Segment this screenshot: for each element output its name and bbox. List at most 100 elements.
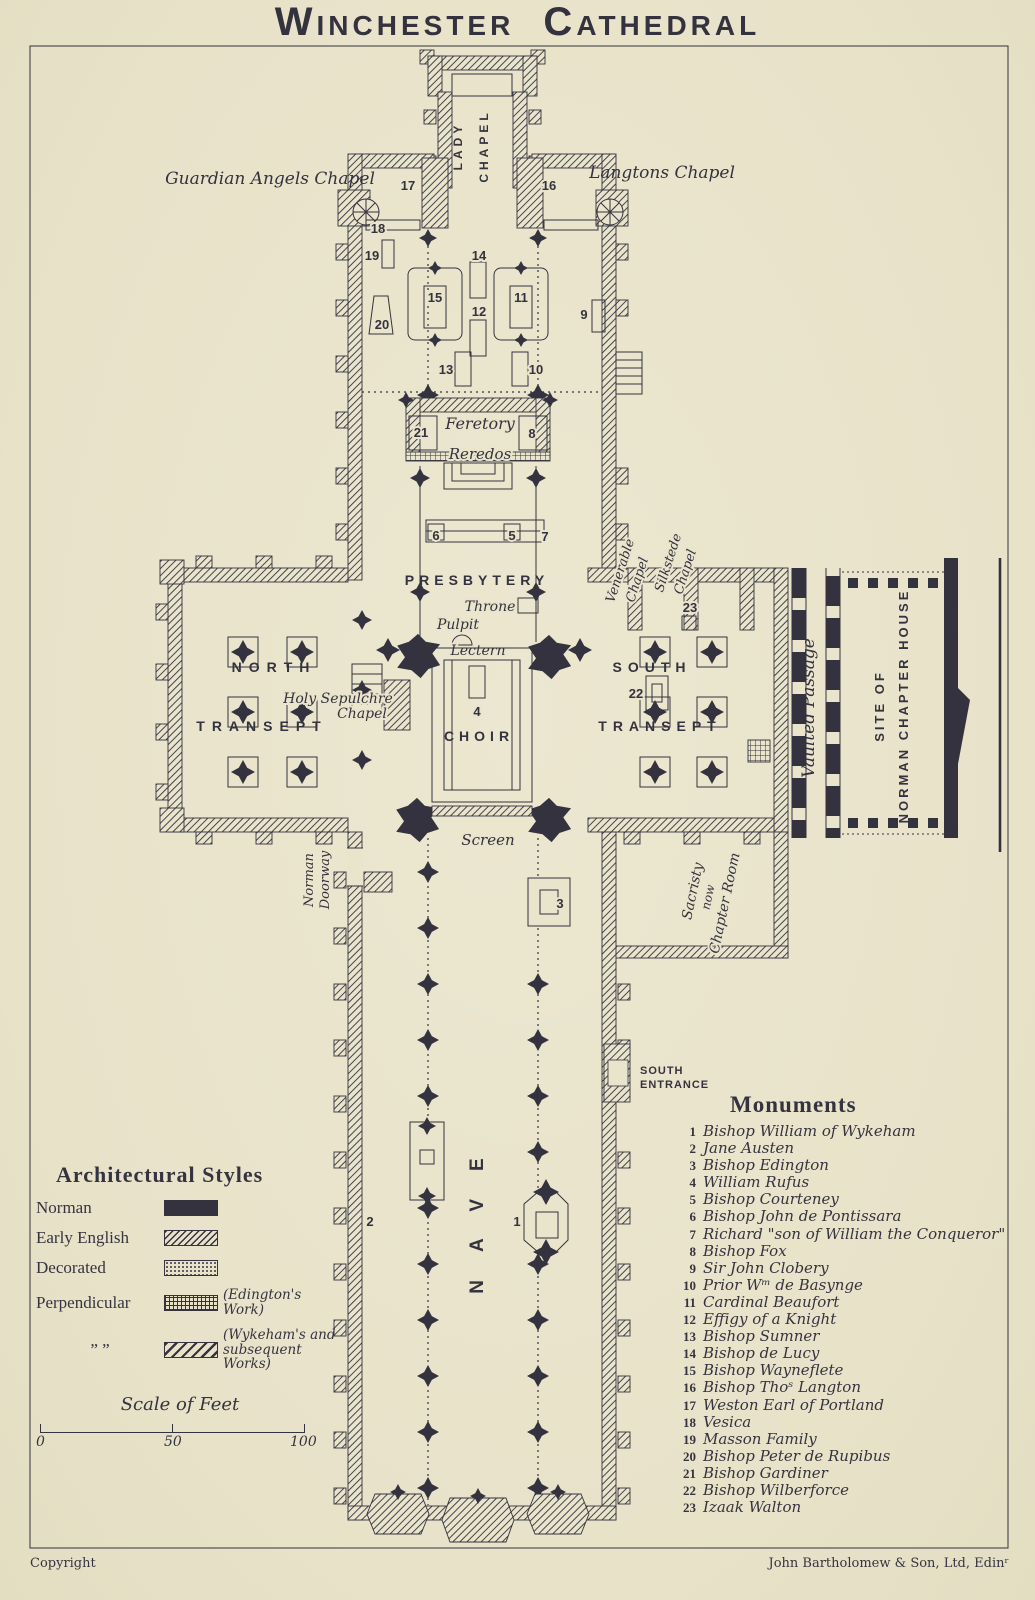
perpendicular-swatch-2 xyxy=(164,1341,218,1358)
monument-number: 6 xyxy=(689,1209,697,1225)
reredos-label: Reredos xyxy=(448,445,512,463)
north-transept-structure xyxy=(155,555,411,845)
monument-number: 5 xyxy=(689,1192,697,1208)
norman-doorway-label-1: Norman xyxy=(302,853,317,908)
map-frame xyxy=(29,45,1009,1549)
monument-item: 22 Bishop Wilberforce xyxy=(664,1481,1014,1499)
monument-item: 10 Prior Wᵐ de Basynge xyxy=(664,1275,1014,1294)
monument-item: 4 William Rufus xyxy=(664,1173,1014,1191)
monument-name: Bishop Thoˢ Langton xyxy=(703,1378,861,1397)
pulpit-label: Pulpit xyxy=(436,617,479,633)
monument-item: 19 Masson Family xyxy=(664,1429,1014,1448)
monument-name: Bishop Edington xyxy=(703,1156,829,1175)
copyright-note: Copyright xyxy=(30,1556,96,1571)
chapter-house-structure xyxy=(842,558,1002,852)
monument-item: 8 Bishop Fox xyxy=(664,1242,1014,1260)
legend-row-norman: Norman xyxy=(36,1198,346,1218)
presbytery-structure xyxy=(410,466,546,646)
marker-15: 15 xyxy=(428,290,442,305)
legend: Architectural Styles Norman Early Englis… xyxy=(36,1162,346,1382)
monument-number: 13 xyxy=(683,1329,696,1345)
feretory-label: Feretory xyxy=(444,414,516,433)
south-transept-structure xyxy=(587,567,789,845)
monument-number: 20 xyxy=(683,1448,696,1464)
legend-row-early-english: Early English xyxy=(36,1228,346,1248)
feretory-structure xyxy=(398,392,558,490)
marker-22: 22 xyxy=(629,686,643,701)
monuments-list: 1 Bishop William of Wykeham 2 Jane Auste… xyxy=(664,1122,1014,1516)
monument-number: 9 xyxy=(689,1260,697,1276)
choir-structure xyxy=(376,633,592,843)
presbytery-label: PRESBYTERY xyxy=(405,572,549,588)
chapter-house-label-1: SITE OF xyxy=(872,670,887,742)
monument-item: 13 Bishop Sumner xyxy=(664,1327,1014,1346)
monument-name: Bishop Courteney xyxy=(703,1190,839,1209)
monument-name: Vesica xyxy=(703,1412,752,1431)
marker-23: 23 xyxy=(683,600,697,615)
monument-number: 23 xyxy=(683,1500,696,1516)
marker-5: 5 xyxy=(508,528,515,543)
monument-name: Effigy of a Knight xyxy=(703,1310,837,1329)
monument-name: Bishop de Lucy xyxy=(703,1344,820,1363)
scale-number-50: 50 xyxy=(164,1434,182,1450)
scale-tick xyxy=(172,1424,174,1432)
south-entrance-label-1: SOUTH xyxy=(640,1065,684,1077)
monument-name: Bishop John de Pontissara xyxy=(703,1207,902,1226)
monument-number: 2 xyxy=(689,1141,697,1157)
retrochoir-structure xyxy=(335,153,643,581)
marker-14: 14 xyxy=(472,248,487,263)
monument-name: Bishop William of Wykeham xyxy=(703,1122,916,1140)
monument-number: 16 xyxy=(683,1380,696,1396)
monument-number: 8 xyxy=(689,1243,697,1259)
monument-item: 16 Bishop Thoˢ Langton xyxy=(664,1378,1014,1397)
legend-row-perpendicular: Perpendicular (Edington's Work) xyxy=(36,1288,346,1318)
marker-10: 10 xyxy=(529,362,543,377)
monument-item: 3 Bishop Edington xyxy=(664,1156,1014,1175)
monument-name: Prior Wᵐ de Basynge xyxy=(703,1275,863,1294)
choir-label: CHOIR xyxy=(444,728,514,744)
norman-swatch xyxy=(164,1200,218,1216)
legend-note: (Wykeham's and subsequent Works) xyxy=(223,1326,336,1373)
marker-20: 20 xyxy=(375,317,389,332)
legend-note: (Edington's Work) xyxy=(223,1287,302,1318)
scale-label: Scale of Feet xyxy=(120,1394,240,1415)
monument-name: Bishop Gardiner xyxy=(703,1463,828,1482)
marker-12: 12 xyxy=(472,304,486,319)
monument-number: 1 xyxy=(689,1124,697,1139)
south-entrance-label-2: ENTRANCE xyxy=(640,1079,709,1091)
decorated-swatch xyxy=(164,1260,218,1276)
monument-item: 20 Bishop Peter de Rupibus xyxy=(664,1447,1014,1465)
north-transept-label: TRANSEPT xyxy=(196,718,327,734)
south-label: SOUTH xyxy=(613,659,692,675)
norman-doorway-label-2: Doorway xyxy=(318,850,333,910)
marker-8: 8 xyxy=(528,426,535,441)
monument-number: 3 xyxy=(689,1158,697,1174)
legend-label: Norman xyxy=(36,1198,92,1217)
south-transept-label: TRANSEPT xyxy=(598,718,721,734)
monument-number: 18 xyxy=(683,1414,696,1430)
holy-sepulchre-label-1: Holy Sepulchre xyxy=(282,691,393,707)
lectern-label: Lectern xyxy=(449,643,505,659)
marker-16: 16 xyxy=(542,178,556,193)
legend-row-perpendicular-2: ” ” (Wykeham's and subsequent Works) xyxy=(36,1326,346,1373)
page-title: Winchester Cathedral xyxy=(274,0,761,44)
monument-item: 11 Cardinal Beaufort xyxy=(664,1293,1014,1311)
monument-number: 19 xyxy=(683,1431,696,1447)
monument-number: 15 xyxy=(683,1363,696,1379)
legend-label: Early English xyxy=(36,1228,130,1247)
monument-item: 9 Sir John Clobery xyxy=(664,1259,1014,1277)
monument-item: 21 Bishop Gardiner xyxy=(664,1463,1014,1482)
marker-9: 9 xyxy=(580,307,587,322)
nave-structure xyxy=(333,831,631,1543)
monument-number: 12 xyxy=(683,1312,696,1328)
monument-name: Bishop Sumner xyxy=(703,1327,820,1346)
marker-6: 6 xyxy=(432,528,439,543)
holy-sepulchre-label-2: Chapel xyxy=(337,706,387,722)
marker-21: 21 xyxy=(414,425,428,440)
monument-item: 17 Weston Earl of Portland xyxy=(664,1396,1014,1414)
monument-name: Bishop Wayneflete xyxy=(703,1361,844,1380)
monument-item: 18 Vesica xyxy=(664,1412,1014,1431)
monument-number: 7 xyxy=(689,1226,697,1242)
monument-name: Masson Family xyxy=(703,1429,817,1448)
monument-item: 1 Bishop William of Wykeham xyxy=(664,1122,1014,1140)
